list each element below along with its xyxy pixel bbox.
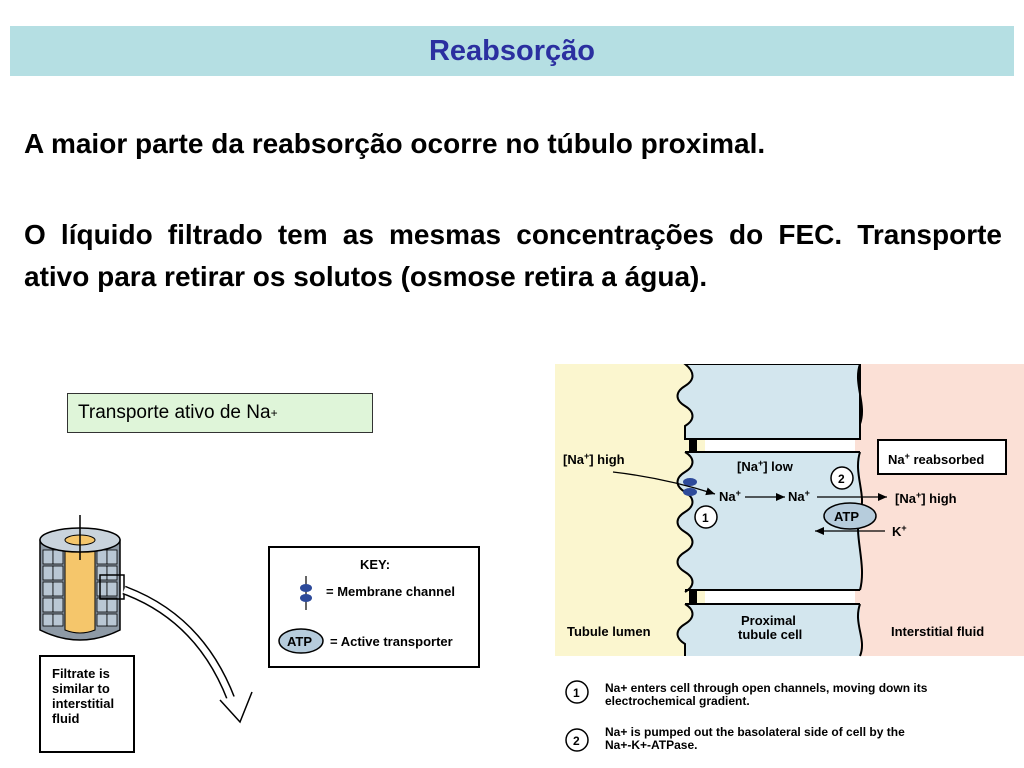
paragraph-proximal: A maior parte da reabsorção ocorre no tú… [24, 128, 766, 159]
legend-2-line2: Na+-K+-ATPase. [605, 738, 697, 752]
na-ion-1: Na+ [719, 488, 741, 504]
paragraph-filtrate: O líquido filtrado tem as mesmas concent… [24, 219, 1002, 292]
interstitial-region [855, 364, 1024, 656]
key-atp: ATP [287, 634, 312, 649]
interstitial-label: Interstitial fluid [891, 624, 984, 639]
key-title: KEY: [360, 557, 390, 572]
step-2-marker: 2 [830, 466, 854, 490]
svg-text:2: 2 [573, 734, 580, 748]
legend-1-line2: electrochemical gradient. [605, 694, 750, 708]
zoom-box [99, 574, 125, 600]
k-ion: K+ [892, 523, 907, 539]
title-bar: Reabsorção [10, 26, 1014, 76]
filtrate-line3: interstitial [52, 696, 114, 711]
atp-transporter-icon: ATP [823, 502, 877, 530]
svg-text:1: 1 [702, 511, 709, 525]
subtitle-box: Transporte ativo de Na+ [67, 393, 373, 433]
membrane-channel-icon [683, 478, 697, 496]
proximal-cell [676, 364, 861, 440]
active-transporter-icon: ATP [278, 628, 324, 654]
slide-title: Reabsorção [428, 34, 595, 67]
filtrate-line2: similar to [52, 681, 110, 696]
na-low: [Na+] low [737, 458, 794, 474]
atp-label: ATP [834, 509, 859, 524]
na-high-right: [Na+] high [895, 490, 957, 506]
svg-text:1: 1 [573, 686, 580, 700]
na-ion-2: Na+ [788, 488, 810, 504]
lumen-region [555, 364, 705, 656]
proximal-label-2: tubule cell [738, 627, 802, 642]
cylinder-cells-right [96, 549, 118, 627]
subtitle-sup: + [270, 406, 278, 420]
svg-text:2: 2 [838, 472, 845, 486]
step-1-marker: 1 [694, 505, 718, 529]
cell-transport-diagram: [Na+] high [Na+] low Na+ Na+ [Na+] high … [555, 364, 1024, 752]
tubule-diagram: Filtrate is similar to interstitial flui… [39, 515, 253, 753]
subtitle-text: Transporte ativo de Na [78, 402, 271, 423]
legend-item-1: 1 Na+ enters cell through open channels,… [565, 680, 928, 708]
cylinder-lumen [64, 539, 96, 634]
zoom-arrow [122, 585, 240, 712]
membrane-channel-icon [300, 576, 312, 610]
na-reabsorbed: Na+ reabsorbed [888, 451, 984, 467]
na-high-left: [Na+] high [563, 451, 625, 467]
legend-2-line1: Na+ is pumped out the basolateral side o… [605, 725, 905, 739]
key-transporter-label: = Active transporter [330, 634, 453, 649]
filtrate-line1: Filtrate is [52, 666, 110, 681]
key-box: KEY: = Membrane channel ATP = Active tra… [268, 546, 480, 668]
legend-1-line1: Na+ enters cell through open channels, m… [605, 681, 928, 695]
tubule-lumen-label: Tubule lumen [567, 624, 651, 639]
filtrate-line4: fluid [52, 711, 79, 726]
na-reabsorbed-box [877, 439, 1007, 475]
cylinder-cells-left [42, 549, 64, 627]
proximal-label-1: Proximal [741, 613, 796, 628]
legend-item-2: 2 Na+ is pumped out the basolateral side… [565, 725, 905, 752]
filtrate-box [39, 655, 135, 753]
key-channel-label: = Membrane channel [326, 584, 455, 599]
